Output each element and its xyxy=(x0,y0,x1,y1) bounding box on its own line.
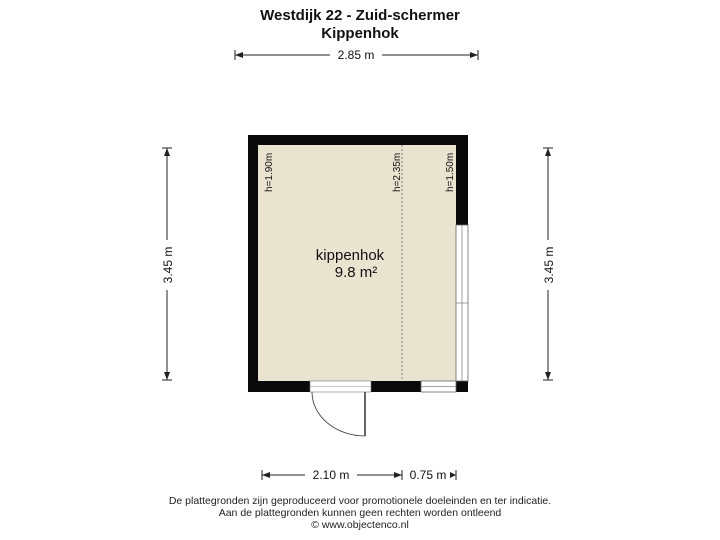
left-dimension: 3.45 m xyxy=(161,147,175,381)
plan-title: Westdijk 22 - Zuid-schermer xyxy=(260,7,460,24)
room-floor xyxy=(258,145,456,381)
right-dimension: 3.45 m xyxy=(542,147,556,381)
bottom-right-width-label: 0.75 m xyxy=(410,468,447,482)
left-height-label: 3.45 m xyxy=(161,247,175,284)
plan-subtitle: Kippenhok xyxy=(321,25,399,42)
copyright-line: © www.objectenco.nl xyxy=(311,519,409,531)
disclaimer-line-2: Aan de plattegronden kunnen geen rechten… xyxy=(218,507,502,519)
top-width-label: 2.85 m xyxy=(338,48,375,62)
right-height-label: 3.45 m xyxy=(542,247,556,284)
bottom-left-width-label: 2.10 m xyxy=(313,468,350,482)
height-label-left: h=1.90m xyxy=(264,153,275,192)
disclaimer-line-1: De plattegronden zijn geproduceerd voor … xyxy=(168,495,552,507)
right-window xyxy=(455,224,469,382)
room-area: 9.8 m² xyxy=(335,264,378,281)
bottom-window xyxy=(420,380,457,393)
top-dimension: 2.85 m xyxy=(234,48,479,62)
bottom-dimension: 2.10 m 0.75 m xyxy=(261,468,457,482)
door xyxy=(309,380,372,437)
height-label-middle: h=2.35m xyxy=(392,153,403,192)
height-label-right: h=1.50m xyxy=(445,153,456,192)
room-name: kippenhok xyxy=(316,247,385,264)
walls xyxy=(248,135,468,392)
